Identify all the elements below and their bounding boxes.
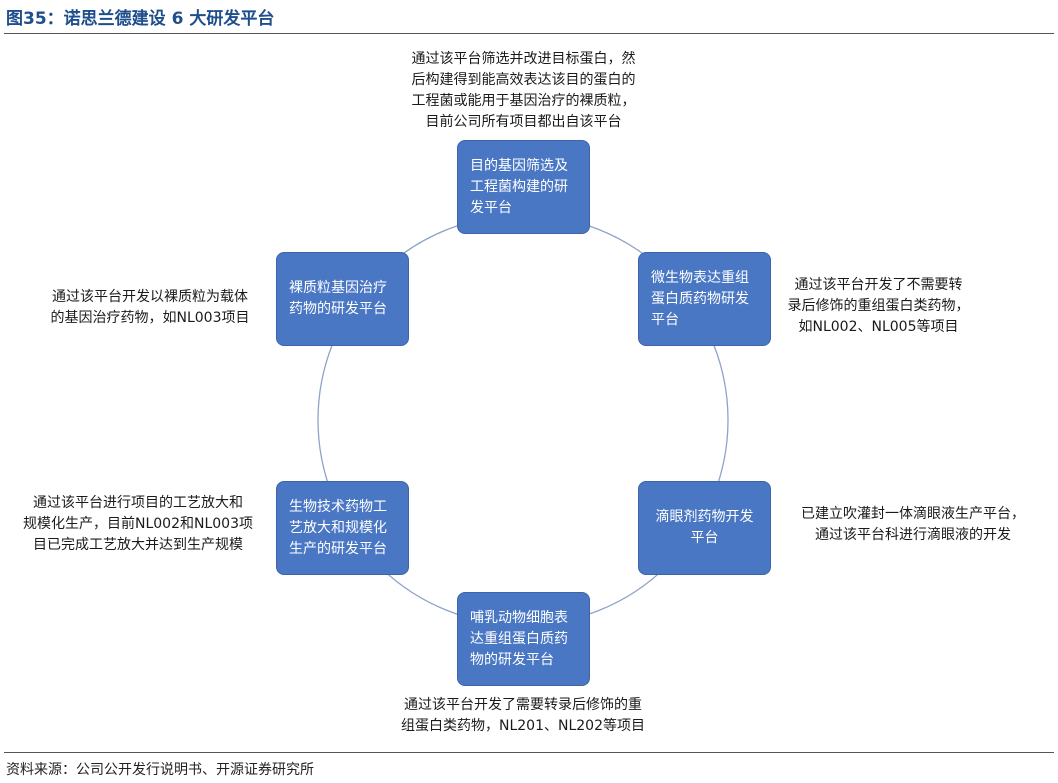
node-mammalian-cell-platform: 哺乳动物细胞表达重组蛋白质药物的研发平台 <box>457 592 590 686</box>
note-line: 通过该平台开发了不需要转 <box>794 277 963 293</box>
note-naked-plasmid: 通过该平台开发以裸质粒为载体 的基因治疗药物，如NL003项目 <box>30 287 270 329</box>
note-line: 目前公司所有项目都出自该平台 <box>425 114 622 130</box>
figure-title: 图35：诺思兰德建设 6 大研发平台 <box>6 9 275 29</box>
note-gene-screening: 通过该平台筛选并改进目标蛋白，然 后构建得到能高效表达该目的蛋白的 工程菌或能用… <box>386 49 661 133</box>
note-eye-drop: 已建立吹灌封一体滴眼液生产平台， 通过该平台科进行滴眼液的开发 <box>782 504 1044 546</box>
note-mammalian-cell: 通过该平台开发了需要转录后修饰的重 组蛋白类药物，NL201、NL202等项目 <box>378 695 668 737</box>
note-line: 后构建得到能高效表达该目的蛋白的 <box>411 72 636 88</box>
node-naked-plasmid-platform: 裸质粒基因治疗药物的研发平台 <box>276 252 409 346</box>
note-line: 目已完成工艺放大并达到生产规模 <box>33 537 243 553</box>
node-label: 哺乳动物细胞表达重组蛋白质药物的研发平台 <box>470 609 568 668</box>
note-line: 已建立吹灌封一体滴眼液生产平台， <box>801 506 1025 522</box>
note-line: 通过该平台开发以裸质粒为载体 <box>52 289 248 305</box>
note-line: 组蛋白类药物，NL201、NL202等项目 <box>401 718 645 734</box>
bottom-rule <box>4 752 1054 753</box>
note-process-scaleup: 通过该平台进行项目的工艺放大和 规模化生产，目前NL002和NL003项 目已完… <box>8 493 268 556</box>
node-label: 裸质粒基因治疗药物的研发平台 <box>289 280 387 317</box>
source-note: 资料来源：公司公开发行说明书、开源证券研究所 <box>6 762 314 778</box>
top-rule <box>4 33 1054 34</box>
node-gene-screening-platform: 目的基因筛选及工程菌构建的研发平台 <box>457 140 590 234</box>
note-line: 录后修饰的重组蛋白类药物， <box>787 298 970 314</box>
node-label: 滴眼剂药物开发平台 <box>655 509 754 546</box>
note-line: 通过该平台科进行滴眼液的开发 <box>815 527 1011 543</box>
note-line: 通过该平台筛选并改进目标蛋白，然 <box>411 51 636 67</box>
node-eye-drop-platform: 滴眼剂药物开发平台 <box>638 481 771 575</box>
node-label: 目的基因筛选及工程菌构建的研发平台 <box>470 157 568 216</box>
note-line: 规模化生产，目前NL002和NL003项 <box>23 516 253 532</box>
note-line: 的基因治疗药物，如NL003项目 <box>50 310 250 326</box>
node-process-scaleup-platform: 生物技术药物工艺放大和规模化生产的研发平台 <box>276 481 409 575</box>
node-microbial-expression-platform: 微生物表达重组蛋白质药物研发平台 <box>638 252 771 346</box>
note-line: 通过该平台开发了需要转录后修饰的重 <box>404 697 642 713</box>
note-line: 工程菌或能用于基因治疗的裸质粒， <box>411 93 636 109</box>
note-line: 通过该平台进行项目的工艺放大和 <box>33 495 243 511</box>
node-label: 微生物表达重组蛋白质药物研发平台 <box>651 269 749 328</box>
node-label: 生物技术药物工艺放大和规模化生产的研发平台 <box>289 498 387 557</box>
note-microbial-expression: 通过该平台开发了不需要转 录后修饰的重组蛋白类药物， 如NL002、NL005等… <box>776 275 981 338</box>
note-line: 如NL002、NL005等项目 <box>798 319 959 335</box>
